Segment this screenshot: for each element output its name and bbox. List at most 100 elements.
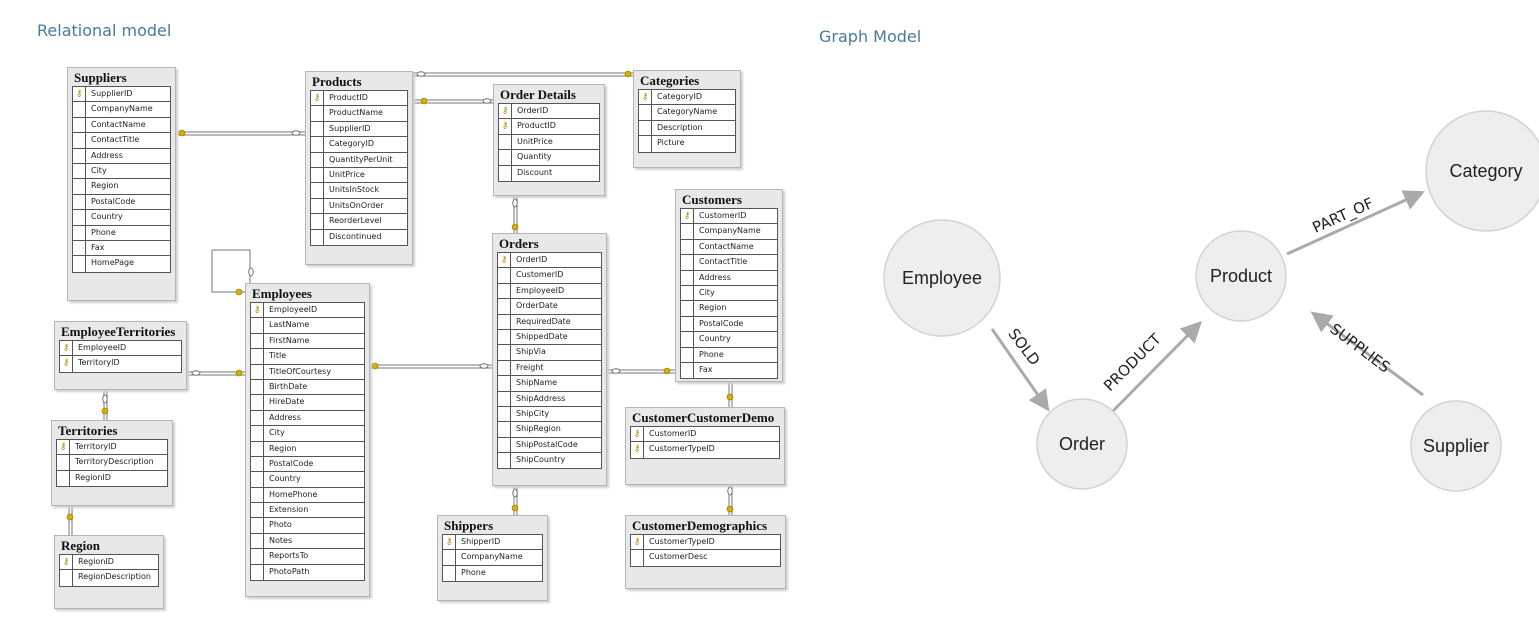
node-product[interactable] [1195,230,1287,322]
column-name: Discontinued [329,231,382,241]
node-supplier[interactable] [1410,400,1502,492]
column-cell [251,364,264,379]
column-name: Freight [516,362,544,372]
column-name: CompanyName [461,552,523,562]
column-cell [251,503,264,518]
column-row: ⚷EmployeeID [251,303,364,319]
column-row: Description [639,120,735,137]
column-row: HomePhone [251,487,364,504]
node-order[interactable] [1036,398,1128,490]
column-row: Title [251,349,364,365]
column-row: ⚷ProductID [311,91,407,107]
column-cell [498,391,511,406]
column-row: UnitPrice [499,134,599,151]
column-row: ⚷ShipperID [443,535,542,551]
column-cell [681,285,694,301]
column-cell [499,165,512,181]
column-row: PostalCode [681,316,777,333]
column-name: Country [269,474,301,484]
column-name: ProductID [517,121,556,131]
column-cell [681,239,694,255]
column-cell [311,137,324,152]
column-row: CategoryName [639,105,735,121]
column-cell [498,283,511,299]
column-name: Region [699,303,727,313]
column-row: Fax [73,240,170,257]
column-name: SupplierID [91,89,133,98]
column-row: City [251,426,364,442]
column-row: RequiredDate [498,314,601,330]
column-row: Phone [443,565,542,582]
column-row: Picture [639,136,735,152]
column-cell [498,453,511,469]
node-employee[interactable] [883,219,1001,337]
column-row: Notes [251,533,364,550]
column-name: ShipPostalCode [516,439,578,449]
key-icon: ⚷ [631,535,644,550]
column-row: Country [681,332,777,348]
column-cell [251,318,264,333]
column-cell [681,255,694,270]
column-cell [639,136,652,152]
column-name: EmployeeID [269,305,318,314]
column-cell [73,163,86,179]
column-cell [251,456,264,472]
edge-label-part-of: PART_OF [1310,194,1377,238]
column-row: ReorderLevel [311,214,407,230]
column-row: ContactTitle [73,133,170,149]
column-row: ⚷EmployeeID [60,341,181,357]
column-name: ShipRegion [516,424,561,434]
relational-model-title: Relational model [37,21,172,40]
node-category[interactable] [1425,110,1539,232]
column-name: TerritoryID [75,442,117,451]
column-row: ⚷CustomerTypeID [631,535,780,551]
column-name: ShipCountry [516,455,566,465]
column-row: UnitsOnOrder [311,198,407,215]
column-cell [498,329,511,345]
column-name: CustomerDesc [649,552,708,562]
column-name: Country [91,212,123,222]
table-title: Order Details [500,87,576,102]
column-row: ContactName [73,117,170,134]
column-row: CategoryID [311,137,407,153]
node-label-employee: Employee [902,268,982,288]
column-name: UnitPrice [329,169,365,179]
column-name: City [269,428,285,438]
key-icon: ⚷ [60,341,73,356]
column-row: CompanyName [681,224,777,240]
column-cell [311,198,324,214]
column-row: ⚷OrderID [498,253,601,269]
column-name: CategoryID [329,139,375,149]
column-name: Address [91,150,123,160]
column-cell [251,518,264,533]
column-name: OrderID [516,255,548,264]
column-row: ShipVia [498,345,601,361]
column-cell [498,268,511,283]
column-row: Region [681,301,777,317]
column-cell [73,210,86,225]
column-cell [498,422,511,437]
column-name: SupplierID [329,123,371,133]
column-row: TerritoryDescription [57,455,167,471]
column-name: Region [91,181,119,191]
edge-part-of [1286,190,1425,256]
column-row: Country [251,472,364,488]
column-row: ⚷TerritoryID [57,440,167,456]
column-row: HireDate [251,395,364,411]
column-cell [251,349,264,364]
column-cell [311,121,324,137]
edge-label-product: PRODUCT [1100,330,1165,395]
column-cell [681,270,694,285]
table-title: Territories [58,423,118,438]
column-row: ⚷CustomerTypeID [631,442,779,458]
column-row: HomePage [73,256,170,272]
column-name: UnitPrice [517,136,553,146]
column-name: ProductID [329,93,368,102]
